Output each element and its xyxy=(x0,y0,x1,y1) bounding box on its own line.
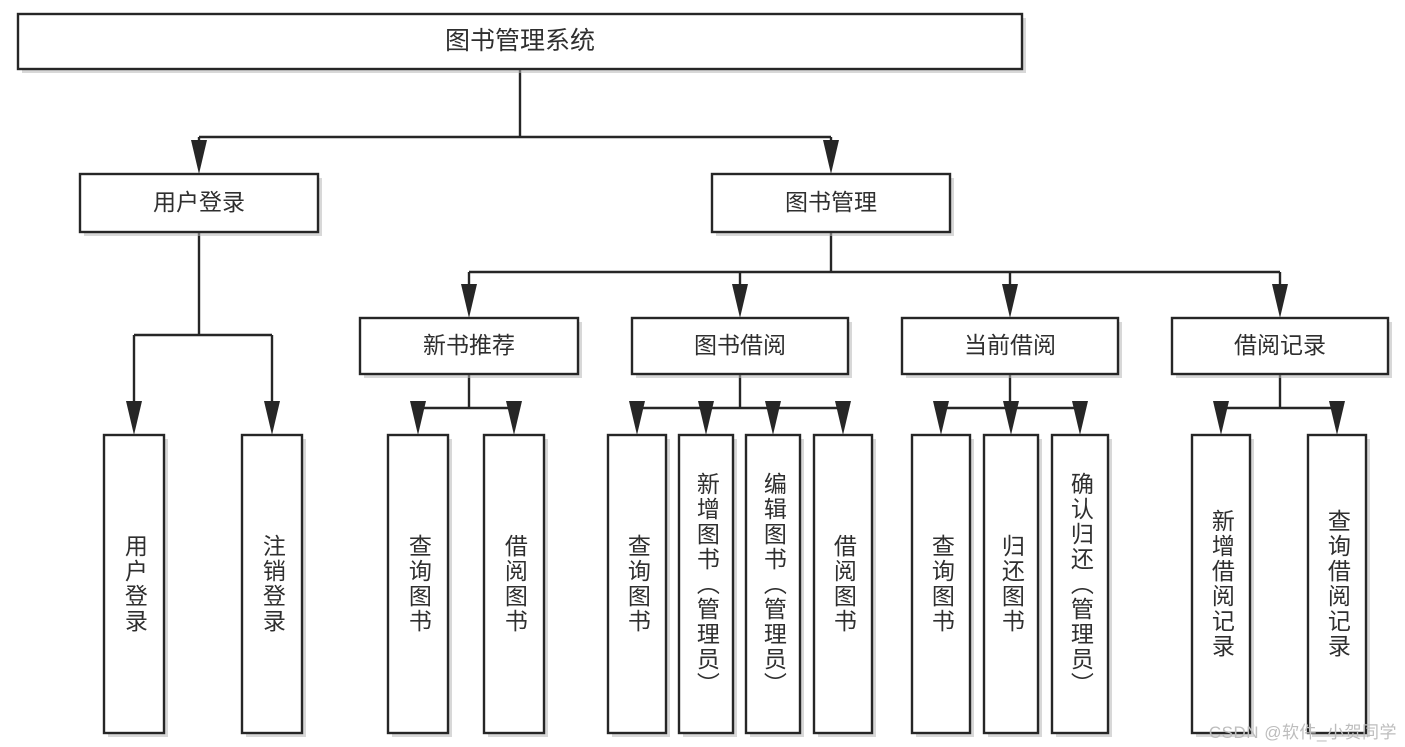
arrow-borrow-record-leaf-1-head xyxy=(1329,401,1345,435)
box-layer xyxy=(16,12,1392,737)
arrow-book-manage-l3-3-head xyxy=(1272,284,1288,318)
arrow-new-book-rec-leaf-1-head xyxy=(506,401,522,435)
node-leaf-box-7[interactable] xyxy=(812,433,874,735)
arrow-user-login-leaf-1-head xyxy=(264,401,280,435)
arrow-root-to-book-manage-head xyxy=(823,140,839,174)
connector-layer xyxy=(126,69,1345,435)
node-leaf-box-10[interactable] xyxy=(1050,433,1110,735)
node-level3-label-3: 借阅记录 xyxy=(1234,332,1326,358)
node-level3-label-2: 当前借阅 xyxy=(964,332,1056,358)
arrow-book-borrow-leaf-3-head xyxy=(835,401,851,435)
node-level3-box-2[interactable] xyxy=(900,316,1120,376)
arrow-book-manage-l3-1-head xyxy=(732,284,748,318)
node-level2-label-0: 用户登录 xyxy=(153,189,245,215)
node-leaf-box-2[interactable] xyxy=(386,433,450,735)
node-level3-box-1[interactable] xyxy=(630,316,850,376)
node-level2-label-1: 图书管理 xyxy=(785,189,877,215)
arrow-current-borrow-leaf-0-head xyxy=(933,401,949,435)
arrow-book-manage-l3-0-head xyxy=(461,284,477,318)
node-level3-box-3[interactable] xyxy=(1170,316,1390,376)
node-leaf-box-8[interactable] xyxy=(910,433,972,735)
node-leaf-box-5[interactable] xyxy=(677,433,735,735)
arrow-new-book-rec-leaf-0-head xyxy=(410,401,426,435)
node-leaf-box-12[interactable] xyxy=(1306,433,1368,735)
arrow-book-borrow-leaf-2-head xyxy=(765,401,781,435)
arrow-book-manage-l3-2-head xyxy=(1002,284,1018,318)
node-level3-label-0: 新书推荐 xyxy=(423,332,515,358)
csdn-watermark: CSDN @软件_小贺同学 xyxy=(1208,723,1397,742)
node-level3-box-0[interactable] xyxy=(358,316,580,376)
node-level2-box-1[interactable] xyxy=(710,172,952,234)
node-leaf-box-4[interactable] xyxy=(606,433,668,735)
arrow-current-borrow-leaf-1-head xyxy=(1003,401,1019,435)
arrow-current-borrow-leaf-2-head xyxy=(1072,401,1088,435)
arrow-book-borrow-leaf-0-head xyxy=(629,401,645,435)
node-level2-box-0[interactable] xyxy=(78,172,320,234)
arrow-book-borrow-leaf-1-head xyxy=(698,401,714,435)
arrow-user-login-leaf-0-head xyxy=(126,401,142,435)
node-level3-label-1: 图书借阅 xyxy=(694,332,786,358)
node-leaf-box-0[interactable] xyxy=(102,433,166,735)
node-leaf-box-11[interactable] xyxy=(1190,433,1252,735)
node-leaf-box-6[interactable] xyxy=(744,433,802,735)
node-root-label: 图书管理系统 xyxy=(445,27,595,55)
arrow-borrow-record-leaf-0-head xyxy=(1213,401,1229,435)
arrow-root-to-user-login-head xyxy=(191,140,207,174)
node-leaf-box-1[interactable] xyxy=(240,433,304,735)
node-leaf-box-3[interactable] xyxy=(482,433,546,735)
node-leaf-box-9[interactable] xyxy=(982,433,1040,735)
node-root-box[interactable] xyxy=(16,12,1024,71)
